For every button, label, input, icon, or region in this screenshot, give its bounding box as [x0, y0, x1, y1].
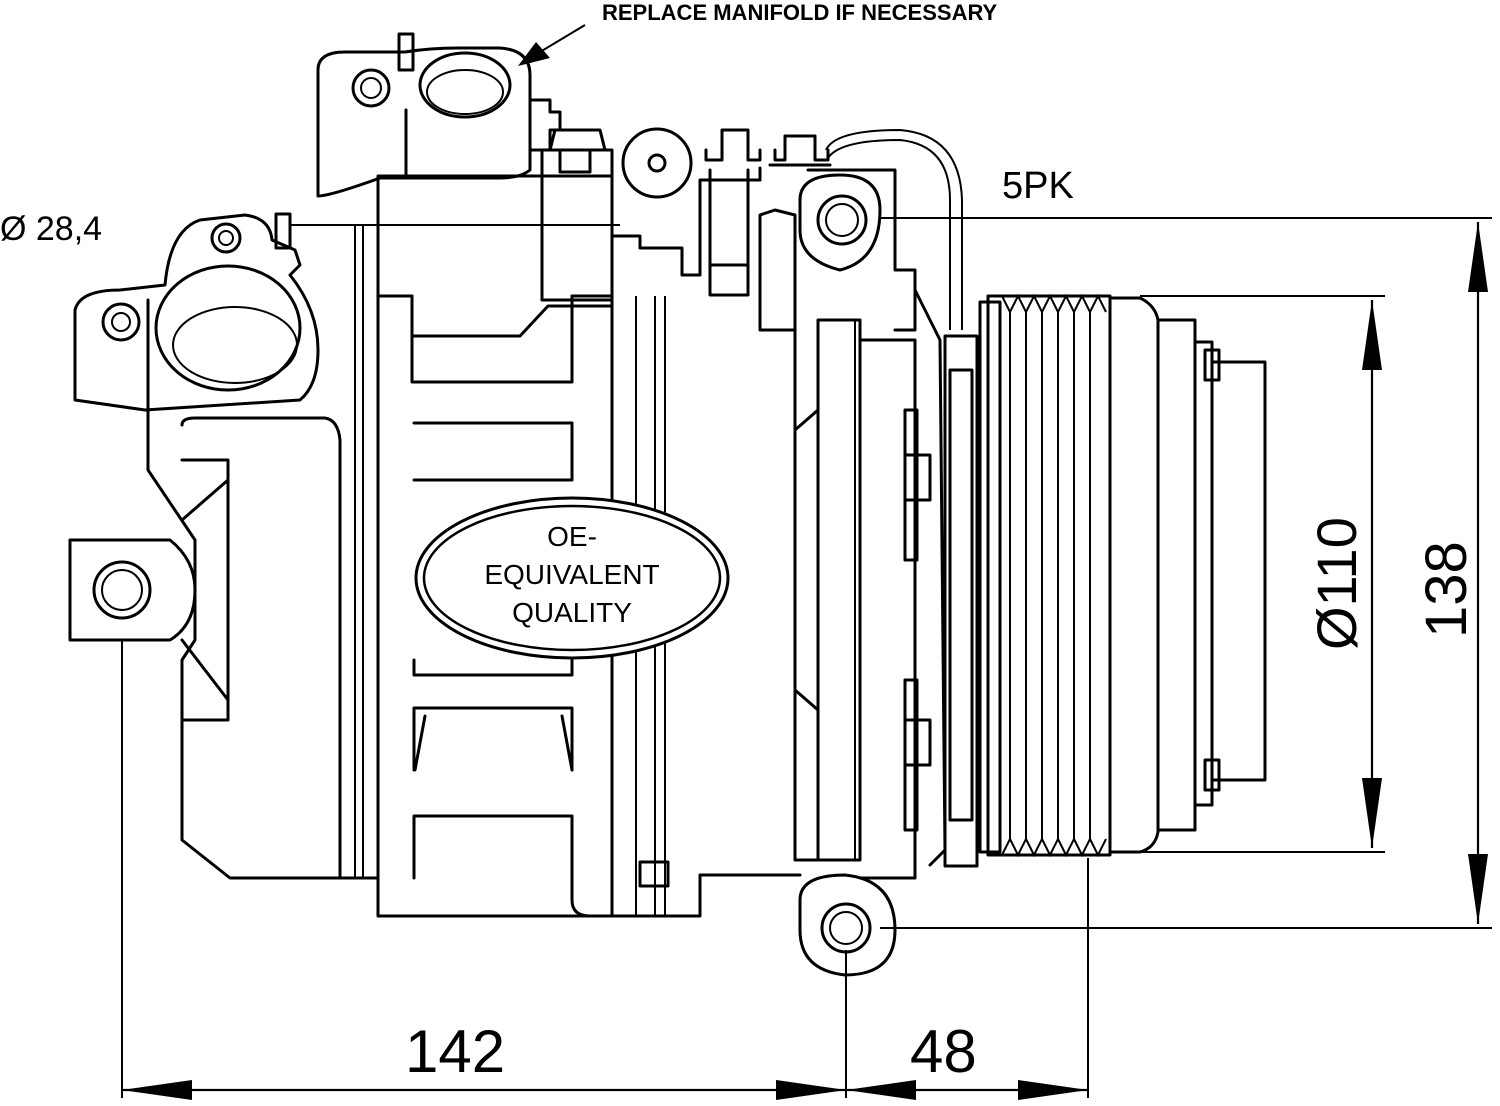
clutch-pulley — [913, 288, 1267, 868]
manifold-pointer-arrow — [518, 24, 586, 66]
port-diameter-label: Ø 28,4 — [0, 210, 102, 248]
dimension-lines — [121, 217, 1492, 1100]
pulley-offset-label: 48 — [910, 1018, 977, 1085]
left-manifold — [73, 212, 320, 412]
height-dimension-label: 138 — [1414, 541, 1479, 638]
badge-line-1: OE- — [547, 521, 597, 552]
compressor-body — [68, 127, 963, 977]
pulley-diameter-label: Ø110 — [1305, 517, 1368, 650]
upper-manifold — [316, 32, 562, 198]
badge-line-3: QUALITY — [512, 597, 632, 628]
replace-manifold-note: REPLACE MANIFOLD IF NECESSARY — [602, 0, 998, 25]
width-dimension-label: 142 — [405, 1018, 505, 1085]
badge-line-2: EQUIVALENT — [484, 559, 659, 590]
oe-quality-badge: OE- EQUIVALENT QUALITY — [414, 496, 730, 660]
belt-profile-label: 5PK — [1002, 165, 1074, 207]
